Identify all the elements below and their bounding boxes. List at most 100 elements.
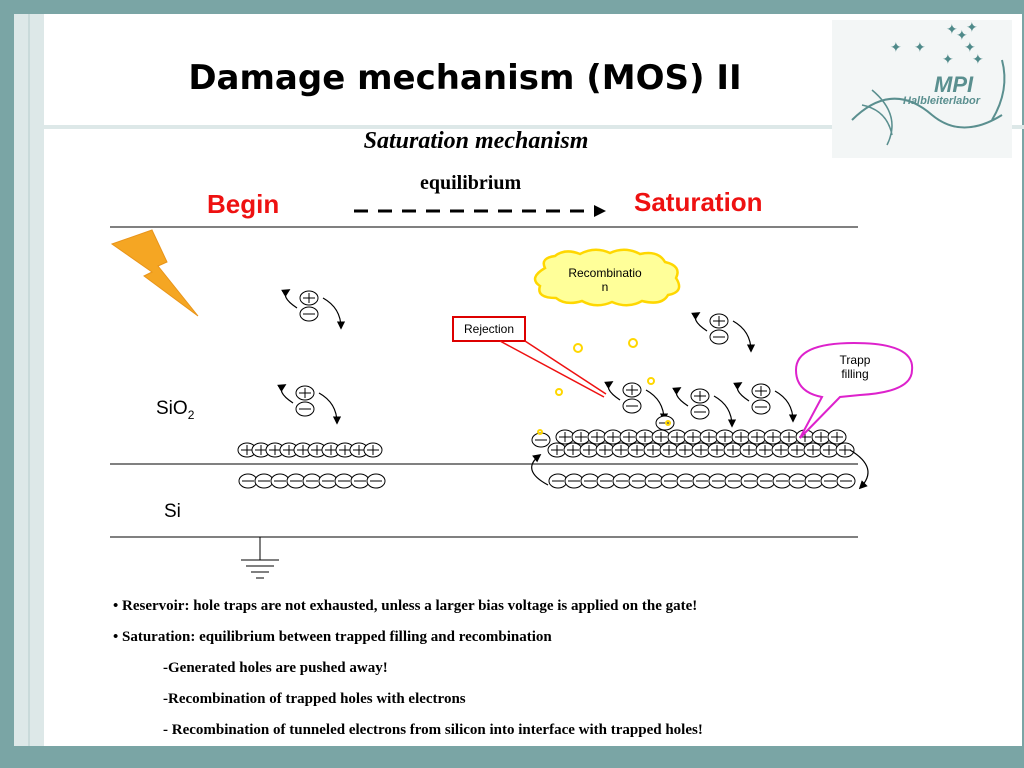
hole-icon [690, 388, 710, 404]
hole-icon [731, 429, 751, 445]
bullet-reservoir: • Reservoir: hole traps are not exhauste… [113, 598, 698, 614]
rejection-pointer [499, 340, 605, 398]
mpi-logo: ✦✦ ✦✦ ✦✦ ✦✦ [832, 20, 1012, 158]
sio2-label: SiO2 [156, 398, 195, 422]
hole-icon [803, 442, 823, 458]
svg-text:✦: ✦ [890, 40, 902, 56]
hole-icon [295, 385, 315, 401]
electron-icon [302, 473, 322, 489]
electron-icon [295, 401, 315, 417]
electron-icon [622, 398, 642, 414]
electron-icon [564, 473, 584, 489]
hole-icon [363, 442, 383, 458]
electron-icon [676, 473, 696, 489]
slide-title: Damage mechanism (MOS) II [188, 58, 742, 98]
electron-icon [318, 473, 338, 489]
hole-icon [547, 442, 567, 458]
electron-icon [580, 473, 600, 489]
electron-icon [709, 329, 729, 345]
electron-icon [820, 473, 840, 489]
rejection-label: Rejection [463, 322, 515, 336]
pair-arrow [322, 297, 346, 330]
electron-icon [596, 473, 616, 489]
electron-icon [612, 473, 632, 489]
electron-icon [836, 473, 856, 489]
saturation-label: Saturation [634, 187, 763, 217]
equilibrium-arrow [354, 205, 606, 217]
pair-arrow [713, 395, 737, 428]
hole-icon [715, 429, 735, 445]
electron-hole-pair [277, 384, 342, 425]
svg-text:✦: ✦ [966, 20, 978, 36]
bullet-recombination-trapped: -Recombination of trapped holes with ele… [163, 691, 466, 707]
pair-arrow [733, 382, 750, 402]
interface-electron [531, 432, 551, 448]
electron-hole-pair [604, 381, 669, 422]
left-electrons [238, 473, 386, 489]
hole-icon [827, 429, 847, 445]
hole-icon [739, 442, 759, 458]
bullet-saturation: • Saturation: equilibrium between trappe… [113, 629, 552, 645]
svg-text:✦: ✦ [914, 40, 926, 56]
si-label: Si [164, 501, 181, 522]
hole-icon [611, 442, 631, 458]
electron-loop-arrow [531, 453, 549, 486]
electron-icon [350, 473, 370, 489]
svg-text:✦: ✦ [964, 40, 976, 56]
hole-icon [563, 442, 583, 458]
hole-icon [279, 442, 299, 458]
electron-icon [788, 473, 808, 489]
electron-icon [531, 432, 551, 448]
right-trapped-holes-bottom [547, 442, 855, 458]
svg-text:✦: ✦ [942, 52, 954, 68]
electron-icon [628, 473, 648, 489]
hole-icon [787, 442, 807, 458]
hole-icon [335, 442, 355, 458]
bullet-holes-pushed: -Generated holes are pushed away! [163, 660, 388, 676]
right-electrons [548, 473, 856, 489]
electron-hole-pair [733, 382, 798, 423]
hole-icon [579, 442, 599, 458]
trapp-callout [794, 341, 914, 439]
hole-icon [587, 429, 607, 445]
electron-icon [238, 473, 258, 489]
hole-icon [293, 442, 313, 458]
hole-icon [835, 442, 855, 458]
hole-icon [779, 429, 799, 445]
electron-icon [692, 473, 712, 489]
pair-arrow [277, 384, 294, 404]
svg-text:✦: ✦ [972, 52, 984, 68]
hole-icon [811, 429, 831, 445]
recombination-dots [537, 338, 671, 435]
hole-icon [595, 442, 615, 458]
svg-text:✦: ✦ [946, 22, 958, 38]
hole-icon [819, 442, 839, 458]
slide-subtitle: Saturation mechanism [363, 128, 589, 154]
electron-icon [254, 473, 274, 489]
lightning-icon [110, 229, 199, 317]
hole-icon [771, 442, 791, 458]
left-trapped-holes [237, 442, 383, 458]
hole-icon [699, 429, 719, 445]
hole-icon [751, 383, 771, 399]
electron-icon [548, 473, 568, 489]
rejection-box [452, 316, 526, 342]
hole-icon [709, 313, 729, 329]
logo-mpi-text: MPI [934, 72, 974, 97]
hole-icon [675, 442, 695, 458]
electron-icon [708, 473, 728, 489]
hole-icon [651, 429, 671, 445]
left-strip-line [28, 14, 30, 746]
title-divider [44, 125, 1024, 129]
electron-icon [644, 473, 664, 489]
pair-arrow [645, 389, 669, 422]
hole-icon [691, 442, 711, 458]
electron-hole-pair [672, 387, 737, 428]
pair-arrow [281, 289, 298, 309]
electron-icon [804, 473, 824, 489]
hole-icon [635, 429, 655, 445]
hole-icon [555, 429, 575, 445]
